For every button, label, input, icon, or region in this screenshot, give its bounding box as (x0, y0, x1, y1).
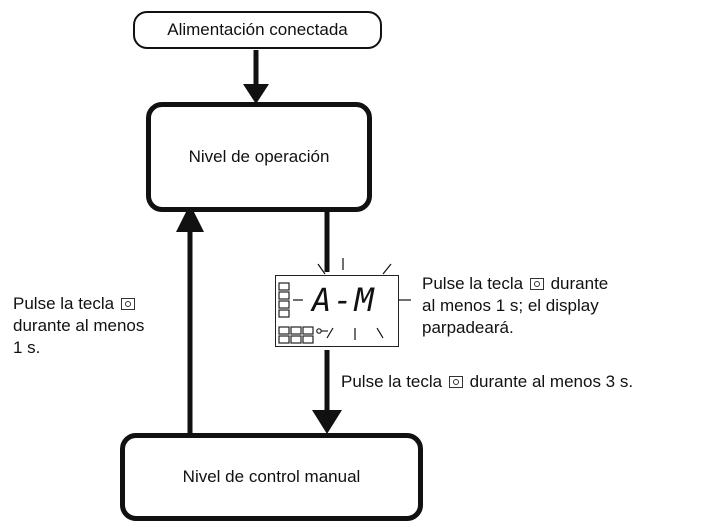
power-on-node: Alimentación conectada (133, 11, 382, 49)
display-indicators (277, 281, 328, 344)
blink-rays-icon (293, 258, 411, 340)
operation-level-node: Nivel de operación (146, 102, 372, 212)
operation-level-label: Nivel de operación (188, 147, 330, 166)
arrowhead-power-to-operation (243, 84, 269, 104)
down-instruction: Pulse la tecla durante al menos 3 s. (341, 371, 706, 393)
mode-key-icon (529, 278, 544, 290)
manual-level-label: Nivel de control manual (182, 467, 361, 486)
arrowhead-display-to-manual (312, 410, 342, 434)
down-instruction-post: durante al menos 3 s. (469, 372, 634, 391)
mode-key-icon (120, 298, 135, 310)
up-instruction-pre: Pulse la tecla (13, 294, 115, 313)
power-on-label: Alimentación conectada (167, 20, 348, 39)
controller-display: A-M (275, 275, 399, 347)
mode-key-icon (448, 376, 463, 388)
up-instruction-line3: 1 s. (13, 338, 41, 357)
blink-instruction-line2: al menos 1 s; el display (422, 296, 599, 315)
display-readout: A-M (312, 281, 376, 319)
arrowhead-manual-to-operation (176, 204, 204, 232)
blink-instruction-pre: Pulse la tecla (422, 274, 524, 293)
blink-instruction-post: durante (550, 274, 609, 293)
up-instruction: Pulse la tecla durante al menos 1 s. (13, 293, 183, 359)
blink-instruction: Pulse la tecla durante al menos 1 s; el … (422, 273, 702, 339)
blink-instruction-line3: parpadeará. (422, 318, 514, 337)
manual-level-node: Nivel de control manual (120, 433, 423, 521)
down-instruction-pre: Pulse la tecla (341, 372, 443, 391)
up-instruction-line2: durante al menos (13, 316, 145, 335)
